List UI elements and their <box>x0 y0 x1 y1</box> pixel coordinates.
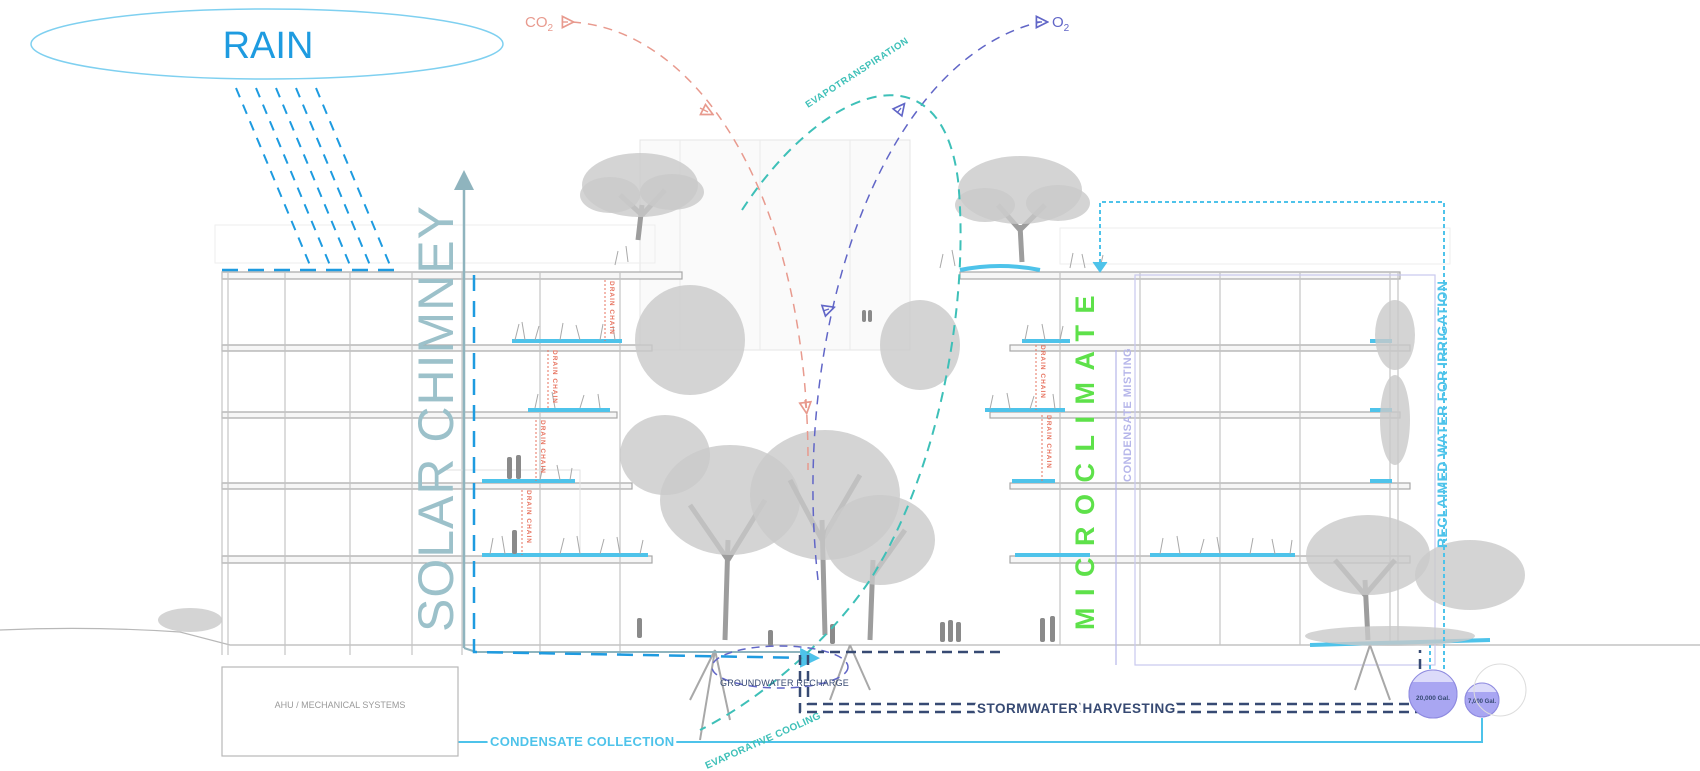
water-tanks: 20,000 Gal. 7,000 Gal. <box>1408 663 1527 719</box>
left-building <box>221 271 683 655</box>
microclimate-label: MICROCLIMATE <box>1070 284 1100 630</box>
stormwater-harvesting-label: STORMWATER HARVESTING <box>977 701 1176 716</box>
co2-flow <box>563 22 808 471</box>
reclaimed-water-loop <box>1092 201 1445 690</box>
drain-chain-label-6: DRAIN CHAIN <box>1045 415 1052 469</box>
condensate-collection-pipe <box>458 718 1483 743</box>
solar-chimney-label: SOLAR CHIMNEY <box>408 205 464 632</box>
rain-downpipe <box>472 275 820 668</box>
groundwater-recharge-ellipse <box>711 645 849 689</box>
drain-chain-label-5: DRAIN CHAIN <box>1039 345 1046 399</box>
reclaimed-water-label: RECLAIMED WATER FOR IRRIGATION <box>1434 281 1450 548</box>
vegetation <box>158 153 1525 741</box>
co2-label: CO2 <box>525 14 554 34</box>
evaporative-cooling-label: EVAPORATIVE COOLING <box>704 711 823 771</box>
condensate-collection-label: CONDENSATE COLLECTION <box>490 734 674 749</box>
drain-chain-label-1: DRAIN CHAIN <box>608 281 615 335</box>
ahu-label: AHU / MECHANICAL SYSTEMS <box>275 700 406 710</box>
tank-small-label: 7,000 Gal. <box>1468 699 1496 705</box>
drain-chain-label-4: DRAIN CHAIN <box>525 490 532 544</box>
evapotranspiration-label: EVAPOTRANSPIRATION <box>804 36 911 111</box>
drain-chains: DRAIN CHAIN DRAIN CHAIN DRAIN CHAIN DRAI… <box>521 280 1052 555</box>
right-building <box>959 271 1436 666</box>
ground-line <box>0 627 1700 646</box>
people-figures <box>507 310 1055 646</box>
ahu-mechanical-box: AHU / MECHANICAL SYSTEMS <box>221 666 459 757</box>
o2-label: O2 <box>1052 14 1070 34</box>
drain-chain-label-3: DRAIN CHAIN <box>539 420 546 474</box>
rain-label: RAIN <box>223 25 314 67</box>
drain-chain-label-2: DRAIN CHAIN <box>551 350 558 404</box>
condensate-misting-label: CONDENSATE MISTING <box>1122 348 1134 482</box>
tank-large-label: 20,000 Gal. <box>1416 695 1450 702</box>
background-structure <box>214 139 1451 351</box>
rain-cloud: RAIN <box>30 8 504 80</box>
o2-flow <box>812 22 1042 581</box>
evapotranspiration-flow <box>699 94 962 731</box>
groundwater-recharge-label: GROUNDWATER RECHARGE <box>720 678 849 688</box>
rain-streaks <box>235 87 393 271</box>
